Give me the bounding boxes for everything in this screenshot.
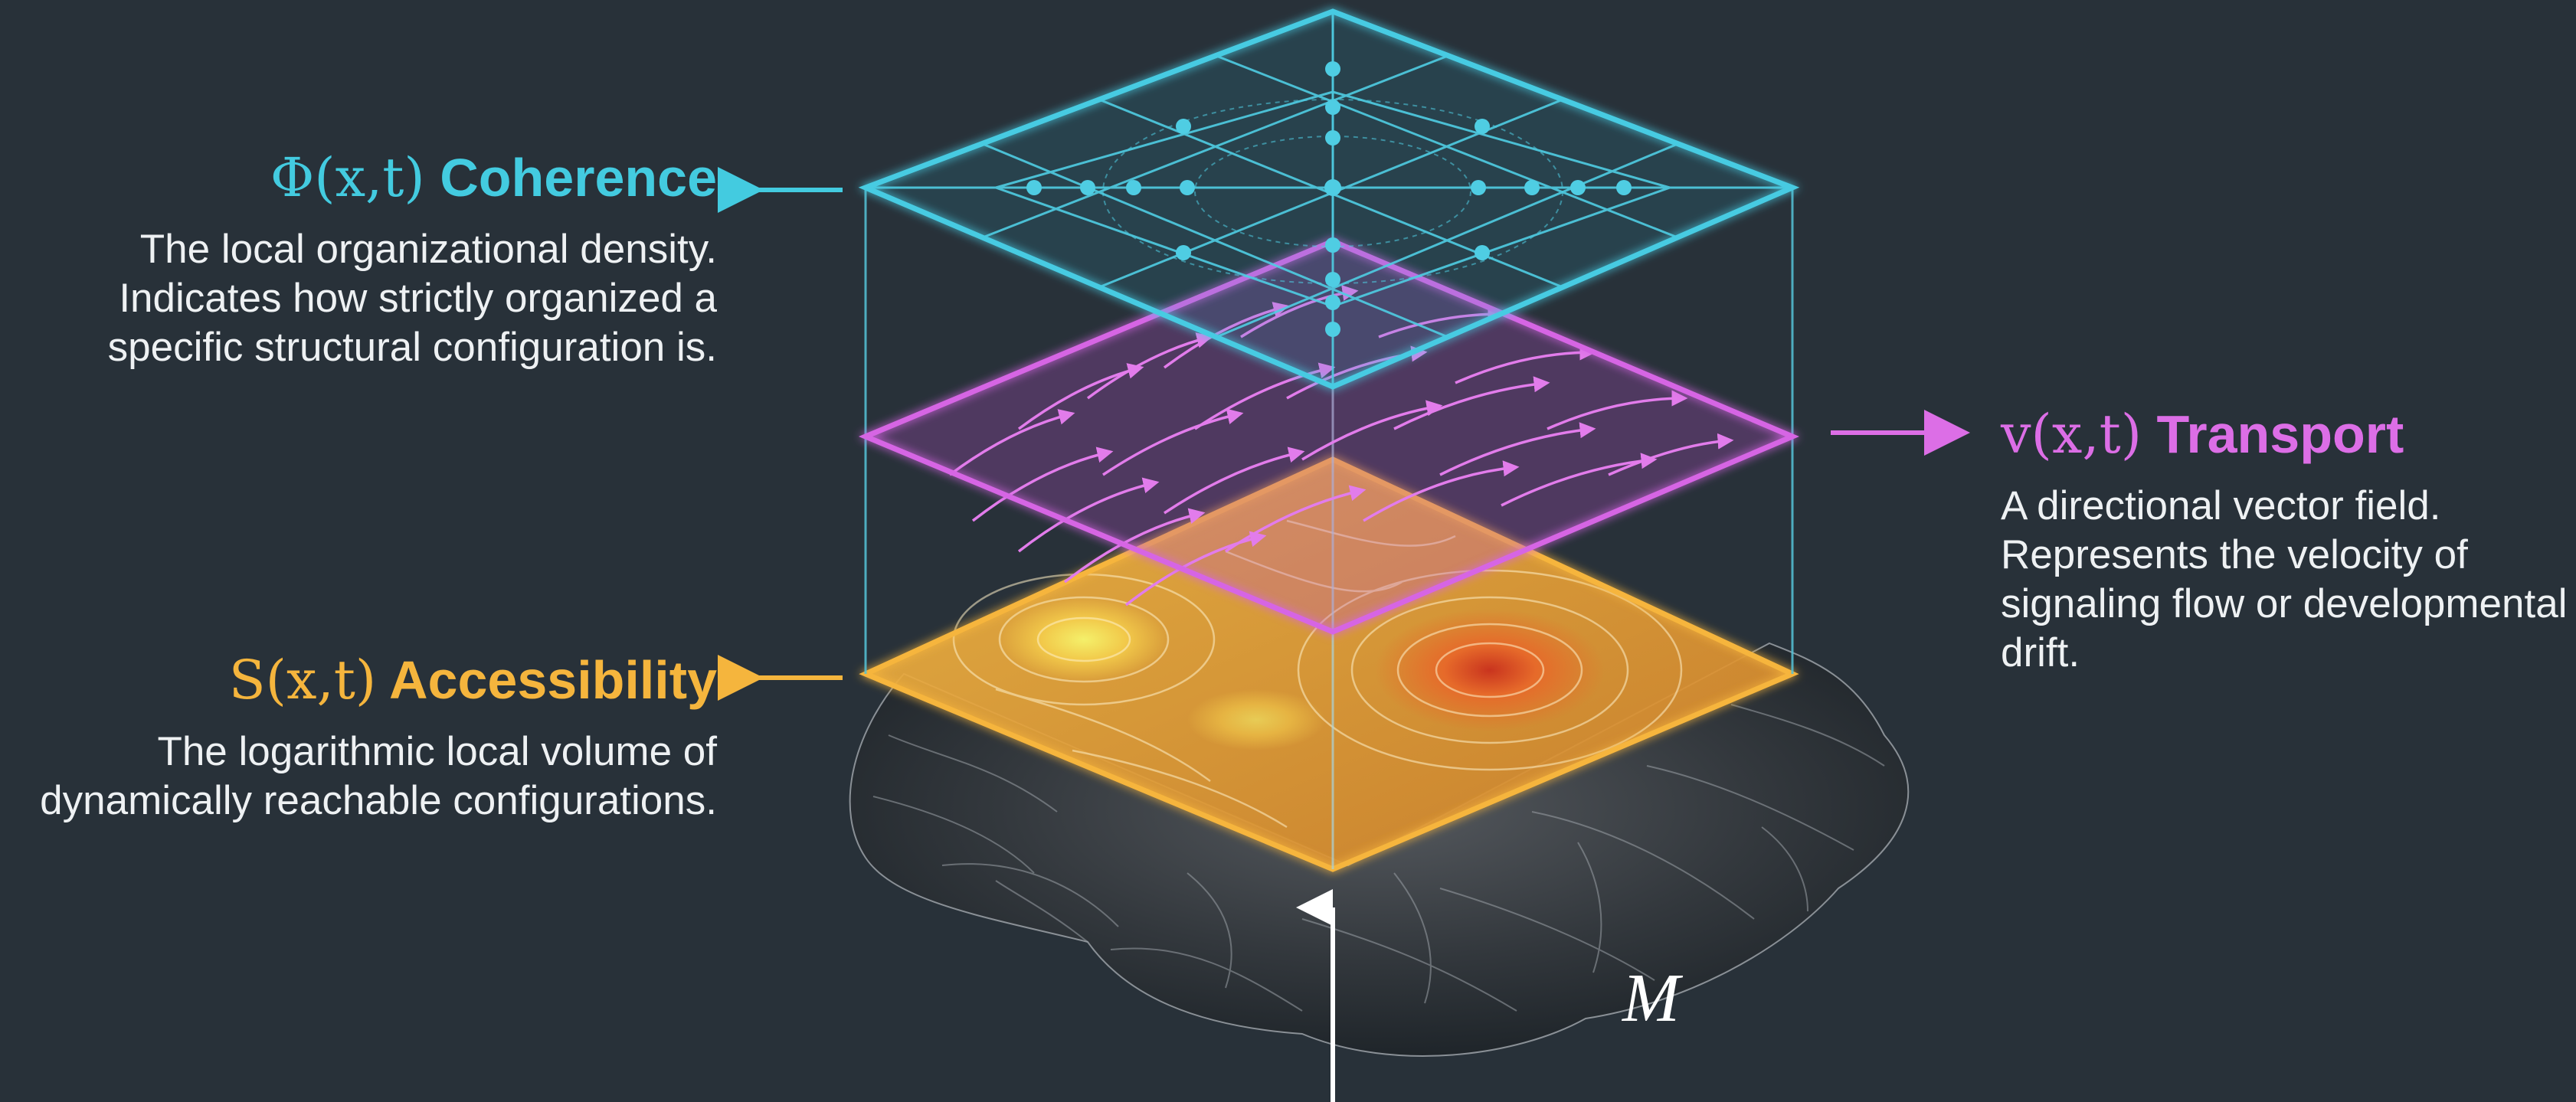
- transport-symbol: v(x,t): [2001, 403, 2142, 466]
- coherence-label: Φ(x,t) Coherence The local organizationa…: [0, 146, 717, 372]
- coherence-symbol: Φ(x,t): [270, 146, 425, 209]
- coherence-heading: Φ(x,t) Coherence: [0, 146, 717, 210]
- transport-name: Transport: [2156, 404, 2404, 464]
- accessibility-label: S(x,t) Accessibility The logarithmic loc…: [0, 648, 717, 826]
- transport-heading: v(x,t) Transport: [2001, 402, 2568, 466]
- coherence-plate: [858, 8, 1800, 390]
- coherence-description: The local organizational density. Indica…: [107, 227, 717, 370]
- accessibility-plate: [859, 456, 1799, 872]
- transport-label: v(x,t) Transport A directional vector fi…: [2001, 402, 2568, 678]
- coherence-name: Coherence: [440, 148, 717, 208]
- accessibility-heading: S(x,t) Accessibility: [0, 648, 717, 712]
- accessibility-symbol: S(x,t): [228, 649, 377, 711]
- label-arrows: [718, 167, 1970, 1102]
- manifold-label: M: [1622, 960, 1680, 1036]
- transport-description: A directional vector field. Represents t…: [2001, 483, 2568, 675]
- accessibility-name: Accessibility: [389, 650, 717, 710]
- accessibility-description: The logarithmic local volume of dynamica…: [40, 729, 717, 823]
